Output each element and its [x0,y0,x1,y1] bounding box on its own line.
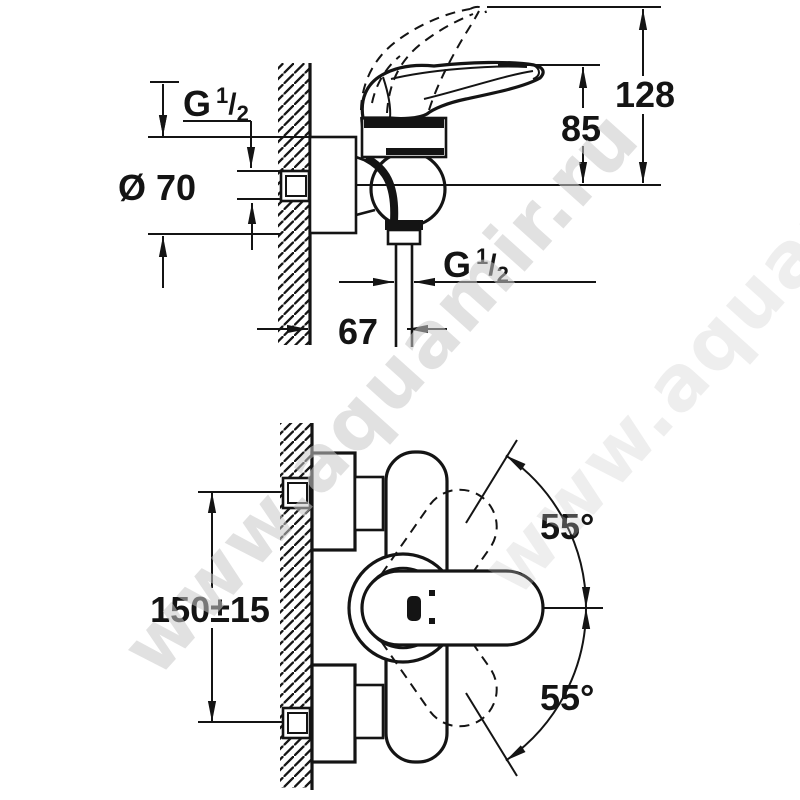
label-128: 128 [615,74,675,115]
front-view: 55° 55° 150±15 [148,423,603,790]
mixer-body-side [355,116,448,347]
escutcheon-side [308,135,358,235]
wall-hatch-side [278,63,312,345]
wall-union-side [237,169,311,203]
body-inner-waterway [364,154,399,222]
lower-angle-extension [465,692,518,777]
label-dia-70: Ø 70 [118,167,196,208]
lever-handle-side [360,60,545,121]
label-150: 150±15 [150,589,270,630]
handle-ghost-positions [365,488,498,728]
label-55-upper: 55° [540,506,594,547]
outlet-nut-and-hose [385,220,423,347]
lever-ghost-raised [360,5,487,128]
dimension-dia-70: Ø 70 [118,84,196,288]
dimension-swing-angles: 55° 55° [465,439,603,777]
dimension-heights: 85 128 [487,6,676,183]
handle-markings [407,590,435,624]
upper-connection [281,451,385,552]
label-67: 67 [338,311,378,352]
lower-connection [281,663,385,764]
label-85: 85 [561,108,601,149]
dimension-67: 67 [257,311,447,352]
dimension-150: 150±15 [148,492,272,722]
label-55-lower: 55° [540,677,594,718]
upper-angle-extension [465,439,518,524]
